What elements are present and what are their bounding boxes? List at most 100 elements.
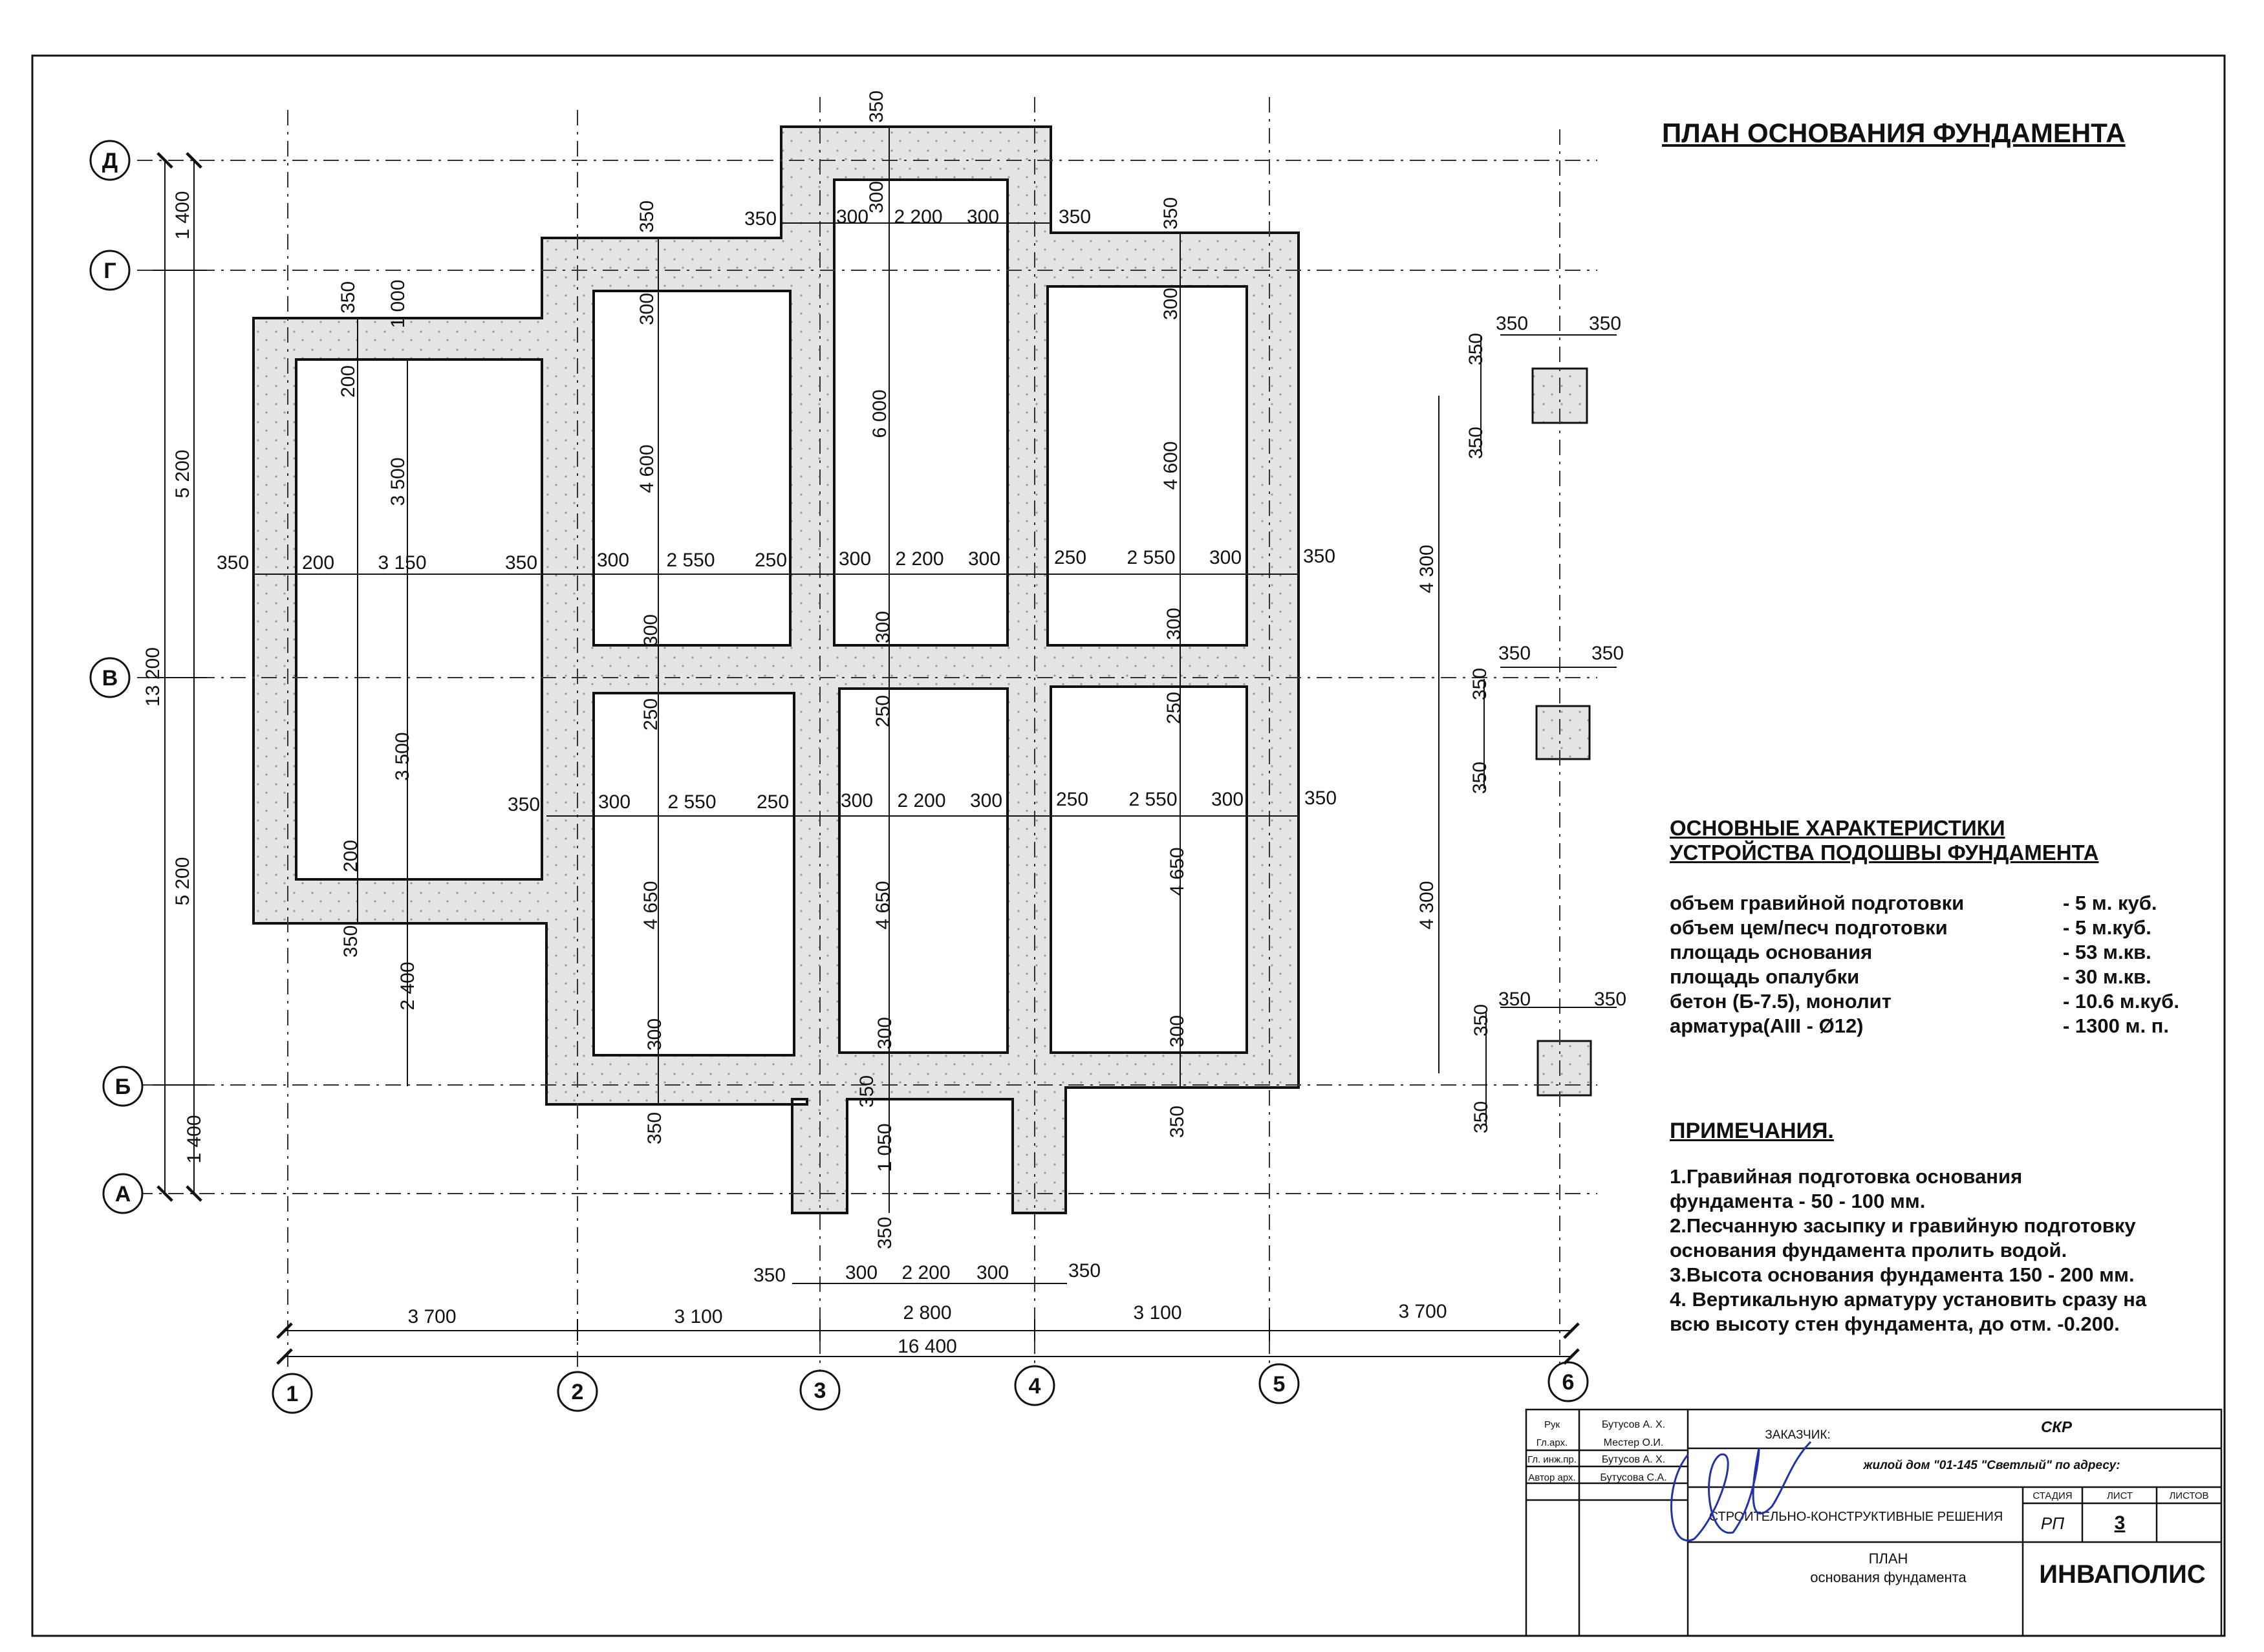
dim-ur-13: 350 (1303, 546, 1335, 567)
dim-pier-top-l: 350 (1496, 313, 1528, 334)
title-block-text: Рук Бутусов А. Х. Гл.арх. Местер О.И. Гл… (1527, 1419, 2209, 1589)
dim-bay-4: 3 100 (1133, 1302, 1181, 1324)
note-line: 3.Высота основания фундамента 150 - 200 … (1670, 1263, 2135, 1286)
stamp-drawing-title-1: ПЛАН (1869, 1550, 1908, 1567)
dim-ur-5: 2 550 (666, 550, 715, 571)
dim-ca-4: 3 500 (392, 732, 413, 780)
dim-cc-3: 300 (872, 611, 894, 643)
axis-label-v: В (102, 666, 118, 691)
dim-lr-5: 2 200 (897, 790, 945, 811)
dim-ur-4: 300 (597, 550, 629, 571)
dim-cc-4: 250 (872, 695, 894, 727)
stamp-role-1: Рук (1544, 1419, 1560, 1430)
pier-lower (1536, 1040, 1592, 1097)
characteristic-value: - 1300 м. п. (2063, 1014, 2170, 1037)
axis-label-b: Б (115, 1075, 131, 1099)
stamp-sheet: 3 (2115, 1512, 2126, 1534)
dim-pier-v5: 350 (1471, 1004, 1492, 1036)
dim-ca-1: 1 000 (387, 279, 409, 328)
dim-ur-2: 3 150 (378, 552, 426, 574)
dim-ur-1: 200 (302, 552, 334, 574)
dim-pier-v1: 350 (1465, 333, 1487, 365)
dim-cd-3: 300 (1163, 608, 1185, 640)
dim-bproj-3: 300 (976, 1262, 1009, 1283)
dim-ca-0: 350 (338, 281, 359, 314)
dim-cc-0: 350 (866, 91, 887, 123)
dim-bay-1: 3 700 (407, 1306, 456, 1327)
dim-lr-2: 2 550 (667, 791, 716, 813)
axis-label-d: Д (102, 149, 118, 173)
dim-lr-6: 300 (970, 790, 1002, 811)
note-line: 2.Песчанную засыпку и гравийную подготов… (1670, 1214, 2136, 1237)
dim-total-width: 16 400 (898, 1336, 957, 1357)
axis-label-6: 6 (1562, 1370, 1575, 1395)
dim-cd-7: 350 (1167, 1106, 1188, 1138)
dim-pier-top-r: 350 (1589, 313, 1621, 334)
dimension-labels: 3 700 3 100 2 800 3 100 3 700 16 400 350… (142, 91, 1626, 1357)
dim-cb-1: 300 (636, 293, 658, 325)
axis-label-a: А (115, 1182, 131, 1207)
dim-ca-6: 350 (340, 925, 361, 958)
characteristic-row: объем цем/песч подготовки - 5 м.куб. (1670, 916, 2200, 940)
stamp-stage-label: СТАДИЯ (2032, 1490, 2072, 1501)
dim-cc-2: 6 000 (869, 389, 890, 438)
axis-label-3: 3 (814, 1378, 826, 1403)
dim-cc-1: 300 (866, 181, 887, 213)
characteristics-block: ОСНОВНЫЕ ХАРАКТЕРИСТИКИ УСТРОЙСТВА ПОДОШ… (1670, 816, 2200, 1038)
characteristic-value: - 5 м.куб. (2063, 916, 2151, 939)
dim-bproj-4: 350 (1068, 1260, 1101, 1282)
stamp-role-4: Автор арх. (1528, 1472, 1575, 1483)
dim-lr-8: 2 550 (1128, 789, 1177, 810)
dim-cd-1: 300 (1160, 288, 1181, 320)
dimension-lines (153, 127, 1617, 1365)
stamp-name-4: Бутусова С.А. (1600, 1472, 1666, 1483)
dim-tproj-1: 300 (836, 206, 868, 228)
dim-cd-2: 4 600 (1160, 441, 1181, 489)
dim-left-total: 13 200 (142, 647, 164, 707)
dim-cc-5: 4 650 (872, 881, 894, 929)
characteristic-label: объем цем/песч подготовки (1670, 916, 1948, 939)
characteristic-value: - 30 м.кв. (2063, 965, 2151, 988)
dim-bay-5: 3 700 (1398, 1301, 1447, 1322)
dim-pier-v3: 350 (1469, 668, 1491, 700)
dim-lr-0: 350 (508, 794, 540, 815)
dim-pier-low-l: 350 (1498, 989, 1531, 1010)
dim-cd-6: 300 (1167, 1015, 1188, 1047)
note-line: 4. Вертикальную арматуру установить сраз… (1670, 1288, 2147, 1311)
axis-grid (137, 97, 1597, 1371)
dim-cb-3: 300 (640, 614, 662, 647)
dim-pier-chain-1: 4 300 (1416, 544, 1438, 593)
foundation-strip (252, 125, 1300, 1214)
dim-tproj-3: 300 (967, 206, 999, 228)
dim-ur-0: 350 (217, 552, 249, 574)
dim-ur-11: 2 550 (1127, 547, 1175, 568)
axis-label-2: 2 (572, 1380, 584, 1404)
dim-ur-3: 350 (505, 552, 537, 574)
stamp-stage: РП (2041, 1514, 2064, 1533)
dim-cc-9: 350 (874, 1217, 896, 1249)
dim-pier-v6: 350 (1471, 1101, 1492, 1133)
characteristic-label: арматура(АIII - Ø12) (1670, 1014, 1864, 1037)
dim-pier-v4: 350 (1469, 762, 1491, 794)
characteristic-value: - 10.6 м.куб. (2063, 990, 2179, 1013)
stamp-role-2: Гл.арх. (1536, 1437, 1568, 1448)
dim-left-0: 1 400 (172, 191, 193, 239)
axis-label-4: 4 (1029, 1374, 1041, 1399)
dim-cc-7: 350 (856, 1075, 878, 1108)
notes-heading: ПРИМЕЧАНИЯ. (1670, 1119, 1834, 1143)
note-line: фундамента - 50 - 100 мм. (1670, 1190, 1926, 1212)
axis-label-g: Г (103, 259, 116, 283)
characteristic-row: объем гравийной подготовки- 5 м. куб. (1670, 891, 2200, 916)
dim-tproj-4: 350 (1059, 206, 1091, 228)
note-line: основания фундамента пролить водой. (1670, 1239, 2067, 1261)
dim-lr-10: 350 (1304, 788, 1337, 809)
dim-cb-5: 4 650 (640, 881, 662, 929)
dim-left-3: 1 400 (184, 1115, 205, 1163)
axis-label-5: 5 (1273, 1372, 1286, 1397)
dim-pier-low-r: 350 (1594, 989, 1626, 1010)
dim-cd-5: 4 650 (1167, 847, 1188, 896)
characteristic-row: арматура(АIII - Ø12) - 1300 м. п. (1670, 1014, 2200, 1038)
dim-ur-7: 300 (839, 548, 871, 570)
dim-cb-6: 300 (644, 1018, 665, 1051)
